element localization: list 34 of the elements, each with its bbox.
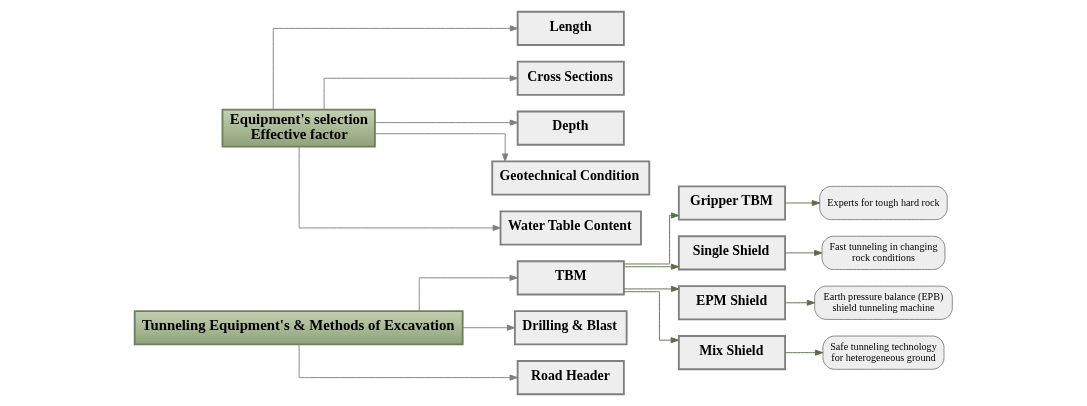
arrow xyxy=(323,75,518,111)
arrow xyxy=(374,119,519,126)
node-box: Safe tunneling technology for heterogeneous ground xyxy=(822,335,945,370)
node-box: Gripper TBM xyxy=(677,185,786,221)
node-box: Equipment's selection Effective factor xyxy=(221,108,376,148)
node-box: EPM Shield xyxy=(677,285,786,321)
arrow xyxy=(298,344,518,381)
arrow xyxy=(784,349,824,356)
node-box: Single Shield xyxy=(677,235,786,271)
node-box: Drilling & Blast xyxy=(513,310,628,346)
arrow xyxy=(462,324,516,331)
arrow xyxy=(784,249,823,256)
node-box: Depth xyxy=(516,110,625,146)
node-box: Fast tunneling in changing rock conditions xyxy=(821,235,946,270)
arrow xyxy=(298,146,501,231)
arrow xyxy=(623,291,679,344)
node-box: Experts for tough hard rock xyxy=(819,185,948,221)
arrow xyxy=(418,274,518,312)
node-box: Road Header xyxy=(516,360,625,396)
node-box: TBM xyxy=(516,260,625,296)
node-box: Earth pressure balance (EPB) shield tunneling machine xyxy=(814,285,953,320)
node-box: Mix Shield xyxy=(677,335,786,371)
node-box: Water Table Content xyxy=(499,210,642,246)
node-box: Geotechnical Condition xyxy=(491,160,651,196)
arrow xyxy=(623,263,680,270)
arrow xyxy=(784,299,816,306)
node-box: Cross Sections xyxy=(516,60,625,96)
node-box: Tunneling Equipment's & Methods of Excavation xyxy=(133,310,464,346)
arrow xyxy=(784,199,821,207)
arrow xyxy=(623,285,680,292)
arrow xyxy=(374,133,509,162)
arrow xyxy=(623,212,680,265)
arrow xyxy=(272,25,519,111)
node-box: Length xyxy=(516,10,625,46)
